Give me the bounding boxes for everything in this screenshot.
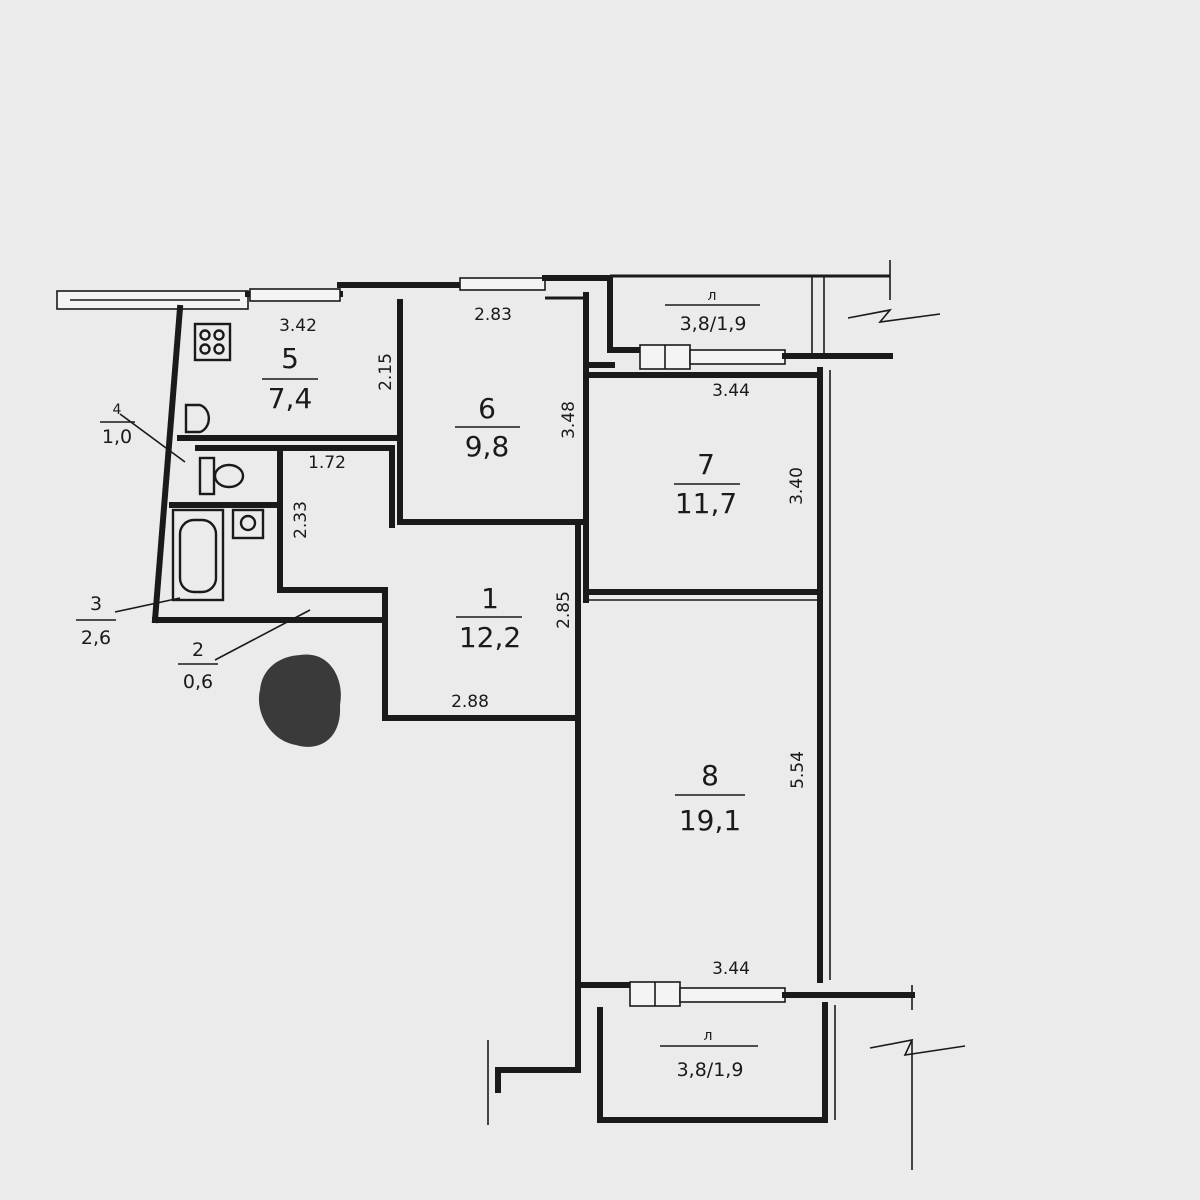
- room-number: 1: [481, 582, 499, 615]
- dimension-room8-depth: 5.54: [788, 751, 808, 789]
- balcony-top: [607, 275, 941, 370]
- balcony-size: 3,8/1,9: [680, 313, 747, 335]
- room-number: 3: [90, 593, 102, 615]
- room-label-2: 2 0,6: [178, 639, 218, 693]
- dimension-room6-width: 2.83: [474, 305, 512, 325]
- room-number: 4: [113, 402, 122, 418]
- room-area: 9,8: [465, 430, 510, 463]
- room-number: 7: [697, 448, 715, 481]
- kitchen-window: [249, 288, 341, 302]
- room-number: 5: [281, 342, 299, 375]
- dimension-corridor-width: 1.72: [308, 453, 346, 473]
- dimension-hall-width: 2.88: [451, 692, 489, 712]
- break-line-bottom: [869, 1038, 966, 1057]
- room-area: 11,7: [675, 487, 737, 520]
- room-label-1: 1 12,2: [456, 582, 522, 654]
- room-label-3: 3 2,6: [76, 593, 116, 649]
- room-walls: [151, 292, 831, 983]
- room-area: 2,6: [81, 627, 111, 649]
- bathtub: [171, 508, 225, 602]
- balcony-letter: л: [708, 288, 717, 304]
- dimension-room7-depth: 3.40: [787, 467, 807, 505]
- room8-window: [679, 987, 786, 1003]
- dimension-hall-depth: 2.85: [554, 591, 574, 629]
- toilet: [198, 456, 245, 496]
- room-area: 19,1: [679, 804, 741, 837]
- room-label-4: 4 1,0: [100, 402, 135, 448]
- kitchen-stove: [193, 322, 232, 362]
- room7-window: [689, 349, 786, 365]
- room-area: 7,4: [268, 382, 313, 415]
- dimension-kitchen-width: 3.42: [279, 316, 317, 336]
- balcony-letter: л: [704, 1028, 713, 1044]
- balcony-label-bottom: л 3,8/1,9: [660, 1028, 758, 1081]
- top-facade-wall: [56, 260, 891, 310]
- balcony-label-top: л 3,8/1,9: [665, 288, 760, 335]
- dimension-kitchen-depth: 2.15: [376, 353, 396, 391]
- room-label-6: 6 9,8: [455, 392, 520, 463]
- room-label-8: 8 19,1: [675, 759, 745, 837]
- room-area: 1,0: [102, 426, 132, 448]
- room6-window: [459, 277, 546, 291]
- room-number: 8: [701, 759, 719, 792]
- leader-line-room2: [214, 609, 311, 661]
- dimension-room6-depth: 3.48: [559, 401, 579, 439]
- dimension-room8-width: 3.44: [712, 959, 750, 979]
- balcony-bottom: [487, 977, 966, 1170]
- break-line-top: [847, 308, 941, 324]
- room-number: 2: [192, 639, 204, 661]
- bathroom-sink: [231, 508, 265, 540]
- room-area: 12,2: [459, 621, 521, 654]
- balcony-size: 3,8/1,9: [677, 1059, 744, 1081]
- leader-line-room3: [114, 597, 181, 613]
- room-area: 0,6: [183, 671, 213, 693]
- kitchen-sink: [184, 403, 211, 434]
- room-label-5: 5 7,4: [262, 342, 318, 415]
- dimension-room7-width: 3.44: [712, 381, 750, 401]
- redaction-mark: [258, 654, 341, 747]
- room-label-7: 7 11,7: [674, 448, 740, 520]
- dimension-corridor-depth: 2.33: [291, 501, 311, 539]
- room-number: 6: [478, 392, 496, 425]
